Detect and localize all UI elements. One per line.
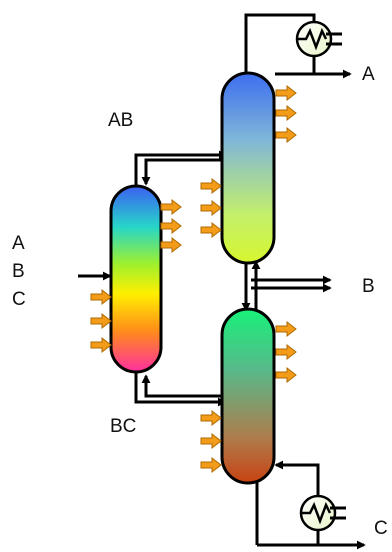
prefractionator-column [109, 184, 163, 374]
overhead-vapor-line [244, 13, 316, 76]
reboiler-return-line [274, 460, 320, 496]
heat-arrow-icon [275, 104, 297, 122]
bc-vapor-return-line [141, 374, 225, 398]
heat-arrows [90, 84, 297, 474]
heat-arrow-icon [160, 198, 182, 216]
lower-column [220, 307, 276, 485]
heat-arrow-icon [200, 456, 222, 474]
reboiler [299, 494, 346, 532]
heat-arrow-icon [90, 336, 112, 354]
heat-arrow-icon [275, 126, 297, 144]
heat-arrow-icon [200, 409, 222, 427]
heat-arrow-icon [160, 236, 182, 254]
upper-column [220, 71, 276, 265]
bc-liquid-line [134, 372, 227, 407]
ab-label: AB [108, 110, 133, 131]
labels: A B C AB BC A B C [12, 64, 388, 539]
condenser [295, 20, 342, 58]
condenser-coil-icon [297, 27, 328, 51]
ab-liquid-return-line [141, 158, 226, 186]
piping [78, 13, 366, 550]
heat-arrow-icon [275, 343, 297, 361]
feed-label-b: B [12, 261, 25, 282]
heat-arrow-icon [200, 199, 222, 217]
product-c-label: C [374, 518, 388, 539]
ab-vapor-line [134, 150, 228, 186]
product-b-label: B [362, 276, 375, 297]
heat-arrow-icon [275, 320, 297, 338]
reboiler-coil-icon [301, 501, 332, 525]
heat-arrow-icon [200, 432, 222, 450]
bc-label: BC [110, 416, 136, 437]
heat-arrow-icon [200, 221, 222, 239]
heat-arrow-icon [275, 366, 297, 384]
product-a-label: A [362, 64, 375, 85]
feed-label-c: C [12, 289, 26, 310]
feed-label-a: A [12, 233, 25, 254]
heat-arrow-icon [90, 312, 112, 330]
heat-arrow-icon [160, 217, 182, 235]
heat-arrow-icon [200, 177, 222, 195]
condenser-outlet-line [275, 56, 316, 76]
heat-arrow-icon [90, 288, 112, 306]
heat-arrow-icon [275, 84, 297, 102]
